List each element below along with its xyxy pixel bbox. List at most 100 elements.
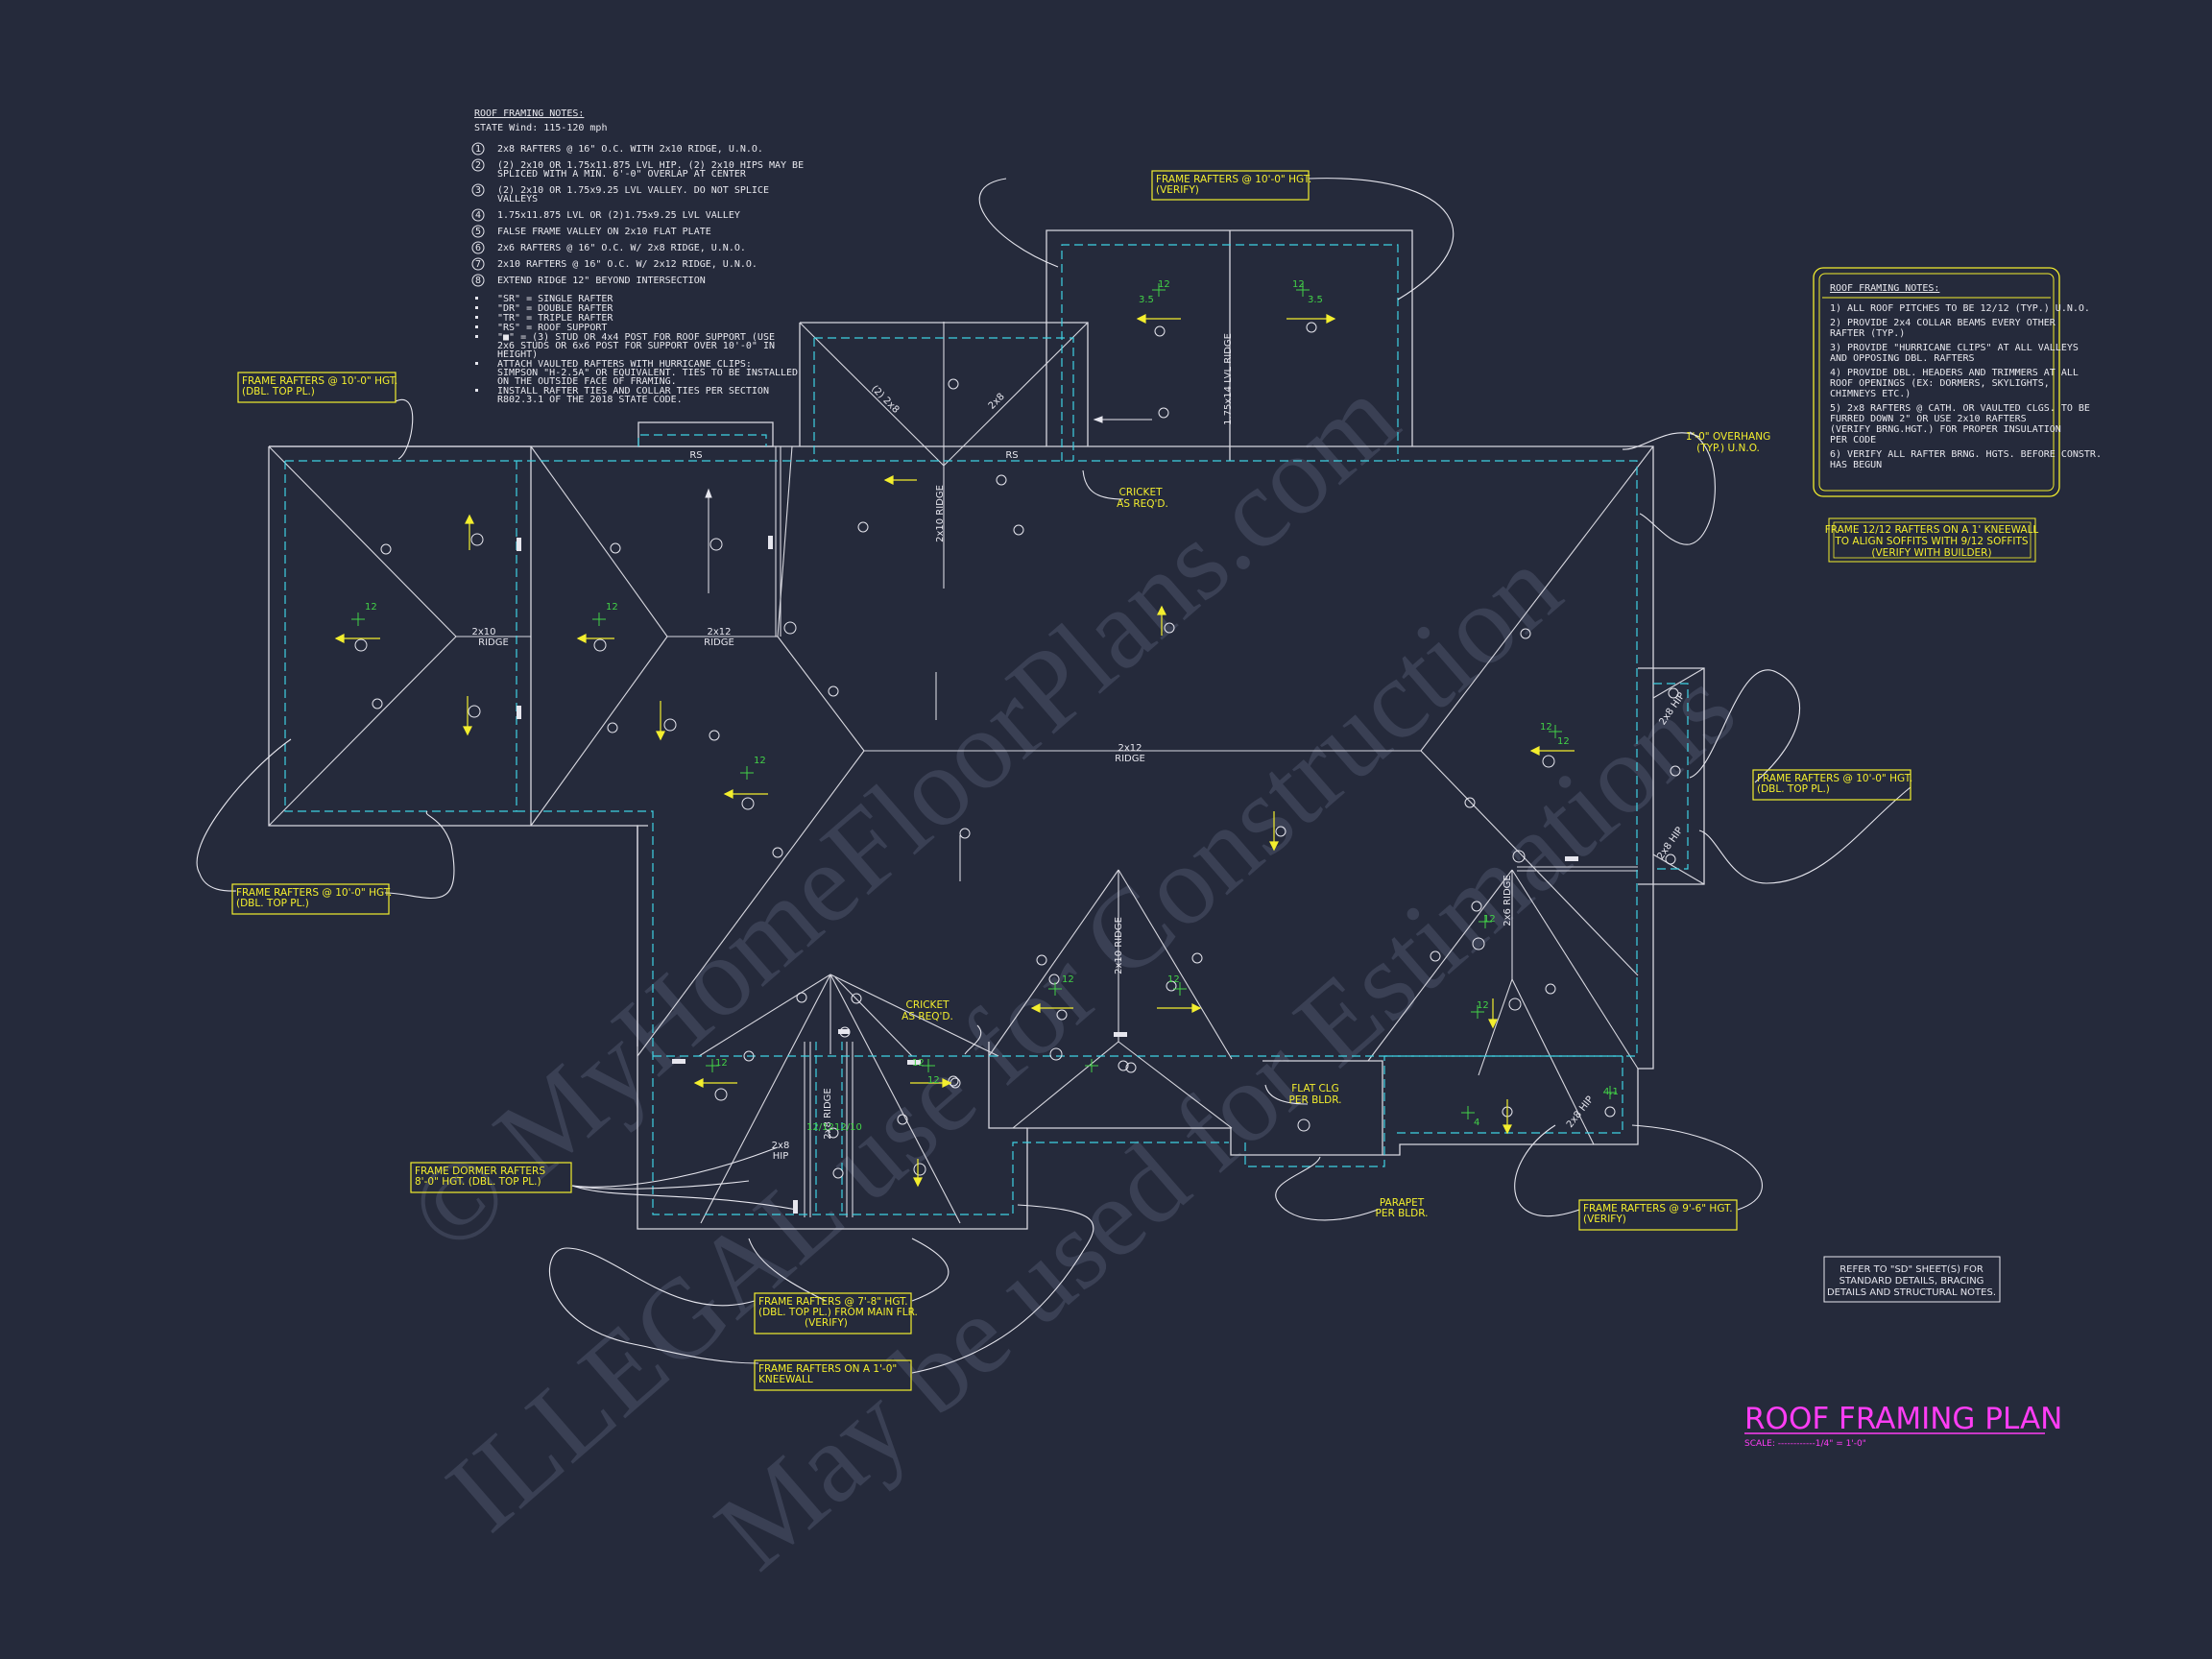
right-note-line: PER CODE [1830,435,1876,445]
callout-dormer-1: FRAME DORMER RAFTERS [415,1166,545,1177]
ridge-label-2x6-vertical: 2x6 RIDGE [1503,875,1513,926]
right-note-line: 5) 2x8 RAFTERS @ CATH. OR VAULTED CLGS. … [1830,403,2090,414]
pitch-12-n: 12 [1477,1000,1489,1011]
note-number: 4 [475,210,481,221]
note-number-circle [471,241,485,254]
watermark: © MyHomeFloorPlans.com ILLEGAL use for C… [385,353,1758,1594]
parapet-label-b: PER BLDR. [1376,1208,1429,1219]
pitch-35-b: 3.5 [1308,295,1323,305]
note-number: 2 [475,160,481,171]
ridge-label-2x12-left-b: RIDGE [704,637,734,648]
plan-scale: SCALE: ------------1/4" = 1'-0" [1744,1439,1866,1449]
roof-outline-main [268,445,1654,1230]
right-notes-title: ROOF FRAMING NOTES: [1830,283,1939,294]
note-number: 6 [475,243,481,253]
callouts: FRAME RAFTERS @ 10'-0" HGT. (VERIFY) FRA… [231,170,1912,1391]
callout-right-bottom-1: FRAME RAFTERS @ 9'-6" HGT. [1583,1203,1733,1214]
callout-bottom-1-line-2: (DBL. TOP PL.) FROM MAIN FLR. [758,1307,918,1318]
right-notes-frame-outer [1813,267,2060,497]
left-notes-items: 1 2x8 RAFTERS @ 16" O.C. WITH 2x10 RIDGE,… [471,142,804,405]
hip-label-split-b: HIP [773,1151,789,1162]
left-note-line: VALLEYS [497,194,538,204]
pitch-12-c: 12 [754,756,766,766]
pitch-12-g: 12 [1557,736,1570,747]
callout-top-center-2: (VERIFY) [1156,184,1199,196]
callout-right-mid-1: FRAME RAFTERS @ 10'-0" HGT. [1757,773,1912,784]
right-notes-frame-inner [1818,273,2055,492]
left-note-line: (2) 2x10 OR 1.75x9.25 LVL VALLEY. DO NOT… [497,185,769,196]
pitch-12-12: 12/12 [806,1122,834,1133]
leader-lines [196,178,1911,1374]
ridge-label-lvl-vertical: 1.75x14 LVL RIDGE [1223,333,1234,425]
left-note-bullet-line: 2x6 STUDS OR 6x6 POST FOR SUPPORT OVER 1… [497,341,775,351]
note-number: 1 [475,144,481,155]
callout-right-bottom-2: (VERIFY) [1583,1214,1626,1225]
direction-arrows [705,416,1152,881]
left-note-line: 2x10 RAFTERS @ 16" O.C. W/ 2x12 RIDGE, U… [497,259,757,270]
pitch-12-b: 12 [606,602,618,613]
note-number: 3 [475,185,481,196]
right-note-line: 2) PROVIDE 2x4 COLLAR BEAMS EVERY OTHER [1830,318,2056,328]
right-note-line: ROOF OPENINGS (EX: DORMERS, SKYLIGHTS, [1830,378,2050,389]
rs-label-left: RS [689,450,702,461]
pitch-12-e: 12 [1292,279,1305,290]
refer-note: REFER TO "SD" SHEET(S) FOR STANDARD DETA… [1823,1256,2001,1303]
cricket-bottom: CRICKET [906,999,950,1011]
pitch-12-j: 12 [927,1075,940,1086]
callout-dormer-2: 8'-0" HGT. (DBL. TOP PL.) [415,1176,541,1188]
kneewall-note-line-3: (VERIFY WITH BUILDER) [1871,547,1991,559]
right-note-line: HAS BEGUN [1830,460,1882,470]
parapet-label: PARAPET [1380,1197,1425,1209]
left-note-bullet-line: "RS" = ROOF SUPPORT [497,323,607,333]
callout-bottom-2-line-2: KNEEWALL [758,1374,813,1385]
title-block: ROOF FRAMING PLAN SCALE: ------------1/4… [1744,1402,2062,1449]
pitch-arrows [334,314,1575,1188]
pitch-12-h: 12 [715,1058,728,1069]
note-bullet [475,362,478,365]
roof-outline-step [988,1042,1027,1129]
note-number: 8 [475,276,481,286]
left-note-line: 2x6 RAFTERS @ 16" O.C. W/ 2x8 RIDGE, U.N… [497,243,746,253]
cricket-top-b: AS REQ'D. [1117,498,1168,510]
right-note-line: RAFTER (TYP.) [1830,328,1905,339]
callout-left-bottom-1: FRAME RAFTERS @ 10'-0" HGT. [236,887,392,899]
note-number-circle [471,257,485,271]
hip-ridge-lines [268,322,1705,1224]
left-notes-subtitle: STATE Wind: 115-120 mph [474,123,607,133]
left-note-bullet-line: "■" = (3) STUD OR 4x4 POST FOR ROOF SUPP… [497,332,775,343]
callout-bottom-1-line-3: (VERIFY) [805,1317,848,1329]
left-note-bullet-line: "TR" = TRIPLE RAFTER [497,313,613,324]
note-number: 7 [475,259,481,270]
note-bullet [475,325,478,328]
left-note-line: FALSE FRAME VALLEY ON 2x10 FLAT PLATE [497,227,711,237]
dashed-wall-lines [284,244,1689,1215]
left-note-line: 2x8 RAFTERS @ 16" O.C. WITH 2x10 RIDGE, … [497,144,763,155]
callout-left-top-2: (DBL. TOP PL.) [242,386,315,397]
pitch-12-k: 12 [1062,974,1074,985]
roof-outline-flat-clg [1262,1060,1383,1155]
roof-outline-small-notch [637,825,648,1046]
right-note-line: AND OPPOSING DBL. RAFTERS [1830,353,1975,364]
pitch-4: 4 [1474,1118,1479,1128]
left-note-bullet-line: R802.3.1 OF THE 2018 STATE CODE. [497,395,683,405]
ridge-label-2x10-vertical: 2x10 RIDGE [935,485,946,542]
ridge-label-2x12-left: 2x12 [707,627,731,637]
ridge-label-2x10: 2x10 [471,627,495,637]
right-notes-items: 1) ALL ROOF PITCHES TO BE 12/12 (TYP.) U… [1830,303,2102,470]
refer-note-line-3: DETAILS AND STRUCTURAL NOTES. [1827,1287,1996,1298]
flat-clg-label-b: PER BLDR. [1289,1094,1342,1106]
note-bullet [475,335,478,338]
pitch-12-m: 12 [1483,914,1496,925]
hip-label-mid: 2x8 HIP [1655,826,1685,862]
right-note-line: (VERIFY BRNG.HGT.) FOR PROPER INSULATION [1830,424,2061,435]
left-notes: ROOF FRAMING NOTES: STATE Wind: 115-120 … [471,108,804,405]
diag-2x8-left: (2) 2x8 [869,384,901,416]
plan-title: ROOF FRAMING PLAN [1744,1402,2062,1436]
note-markers [354,533,1555,1176]
roof-outline-right-box [1638,667,1705,885]
note-number-circle [471,142,485,156]
roof-outline-top-stub [637,421,774,447]
note-number: 5 [475,227,481,237]
